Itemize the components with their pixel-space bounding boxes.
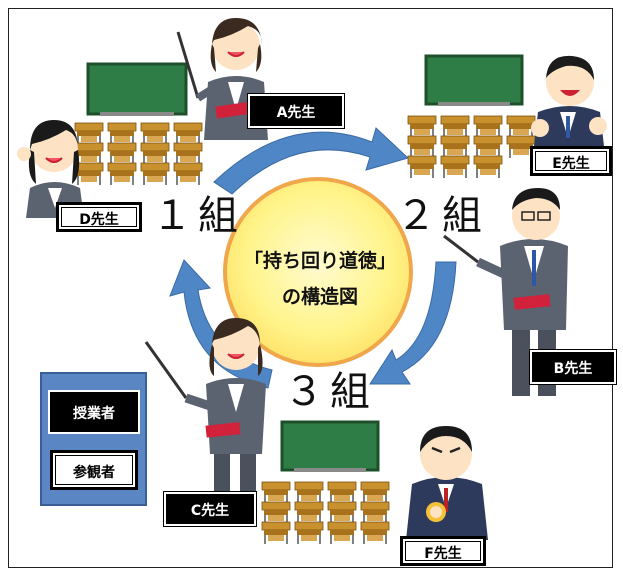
- teacher-a-tag: A先生: [250, 96, 342, 126]
- class-3-label: ３組: [284, 369, 376, 415]
- teacher-f-tag: F先生: [400, 536, 486, 566]
- classroom-2: [407, 54, 536, 179]
- blackboard-2: [424, 54, 524, 106]
- teacher-e-figure: [531, 55, 607, 146]
- arrow-1-to-2: [213, 127, 409, 195]
- classroom-1: [74, 62, 203, 186]
- desks-3: [261, 481, 390, 545]
- center-title-line1: 「持ち回り道徳」: [243, 250, 396, 272]
- class-2-label: ２組: [396, 193, 488, 239]
- desks-2: [407, 115, 536, 179]
- teacher-b-tag: B先生: [532, 352, 614, 382]
- cycle-arrows: [169, 127, 457, 389]
- class-1-label: １組: [152, 193, 244, 239]
- arrow-2-to-3: [369, 261, 457, 385]
- classroom-3: [261, 420, 390, 545]
- legend-box: 授業者 参観者: [40, 372, 147, 506]
- blackboard-3: [280, 420, 380, 472]
- teacher-e-tag: E先生: [530, 146, 612, 176]
- legend-teaching: 授業者: [50, 392, 138, 432]
- teacher-c-tag: C先生: [166, 494, 254, 524]
- desks-1: [74, 122, 203, 186]
- teacher-f-figure: [406, 426, 488, 540]
- legend-observer: 参観者: [50, 450, 138, 490]
- teacher-d-tag: D先生: [56, 202, 142, 232]
- center-circle: [223, 177, 413, 367]
- center-title-line2: の構造図: [281, 286, 358, 308]
- blackboard-1: [86, 62, 188, 116]
